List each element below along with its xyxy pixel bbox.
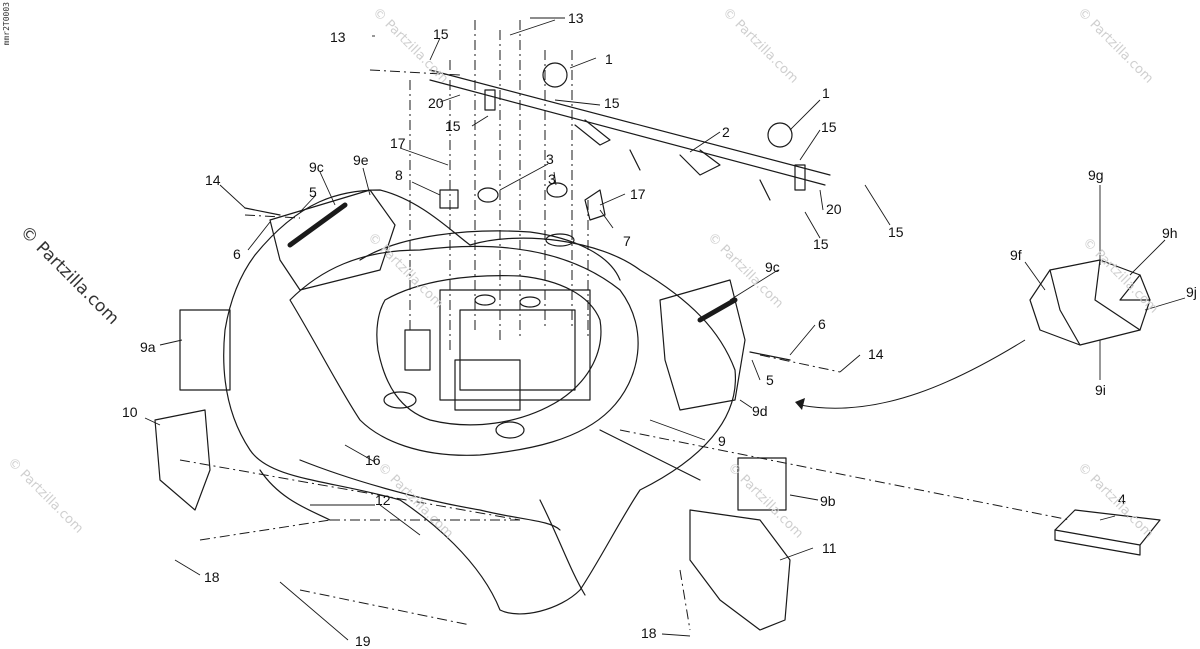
callout-5: 5 [766,372,774,388]
callout-9i: 9i [1095,382,1106,398]
callout-15: 15 [604,95,620,111]
callout-2: 2 [722,124,730,140]
callout-9e: 9e [353,152,369,168]
callout-9d: 9d [752,403,768,419]
callout-9c: 9c [309,159,324,175]
callout-10: 10 [122,404,138,420]
callout-20: 20 [826,201,842,217]
callout-9: 9 [718,433,726,449]
callout-15: 15 [813,236,829,252]
callout-9g: 9g [1088,167,1104,183]
callout-12: 12 [375,492,391,508]
callout-6: 6 [818,316,826,332]
callout-4: 4 [1118,491,1126,507]
callout-9h: 9h [1162,225,1178,241]
callout-18: 18 [641,625,657,641]
callout-1: 1 [605,51,613,67]
callout-15: 15 [445,118,461,134]
callout-13: 13 [568,10,584,26]
callout-3: 3 [546,151,554,167]
callout-14: 14 [868,346,884,362]
callout-16: 16 [365,452,381,468]
callout-13: 13 [330,29,346,45]
callout-9c: 9c [765,259,780,275]
callout-20: 20 [428,95,444,111]
callout-8: 8 [395,167,403,183]
callout-9a: 9a [140,339,156,355]
callout-7: 7 [623,233,631,249]
callout-15: 15 [821,119,837,135]
callout-3: 3 [548,171,556,187]
body-shell [223,189,736,615]
callout-17: 17 [390,135,406,151]
callout-11: 11 [822,540,837,556]
callout-9j: 9j [1186,284,1197,300]
callout-17: 17 [630,186,646,202]
callout-19: 19 [355,633,371,649]
callout-6: 6 [233,246,241,262]
callout-15: 15 [433,26,449,42]
callout-1: 1 [822,85,830,101]
callout-5: 5 [309,184,317,200]
callout-9b: 9b [820,493,836,509]
callout-15: 15 [888,224,904,240]
callout-18: 18 [204,569,220,585]
callout-14: 14 [205,172,221,188]
callout-9f: 9f [1010,247,1022,263]
